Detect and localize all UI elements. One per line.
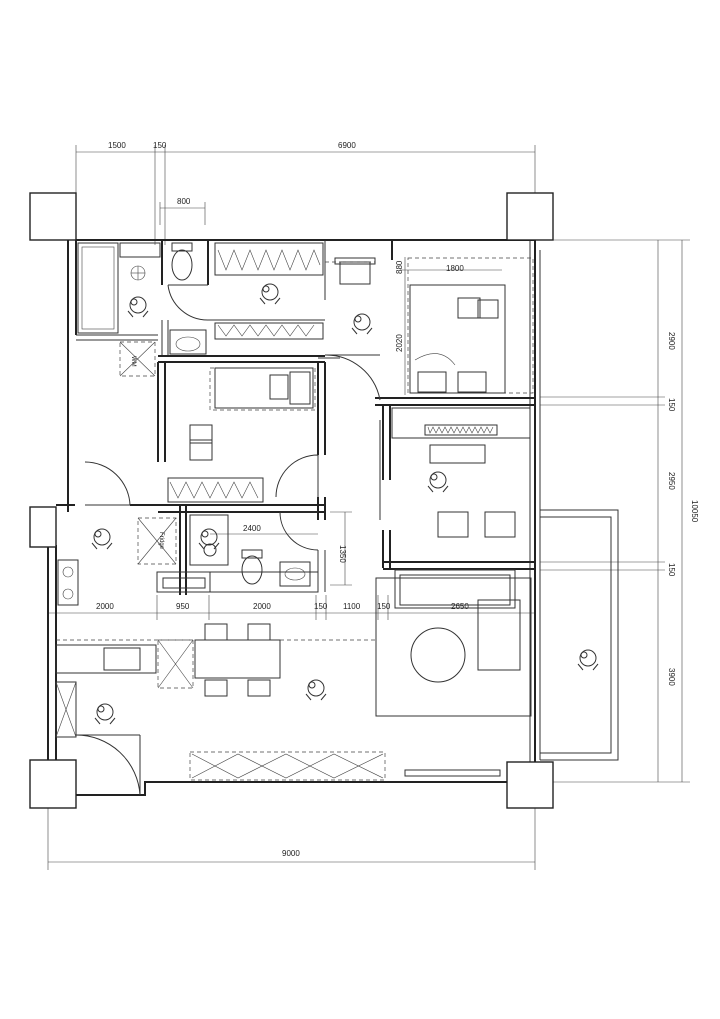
dim-right-2950: 2950 bbox=[667, 472, 676, 490]
dim-inner-800: 800 bbox=[177, 197, 191, 206]
person-icon bbox=[577, 649, 599, 671]
dim-mid-950: 950 bbox=[176, 602, 190, 611]
dim-bed-width: 1800 bbox=[446, 264, 464, 273]
dim-bed-top-gap: 880 bbox=[395, 260, 404, 274]
living-area bbox=[189, 569, 532, 781]
dim-mid-2000-b: 2000 bbox=[253, 602, 271, 611]
dim-right-2900: 2900 bbox=[667, 332, 676, 350]
master-bedroom bbox=[407, 257, 534, 394]
shoe-cabinet bbox=[55, 681, 77, 738]
dim-right-150-a: 150 bbox=[667, 398, 676, 412]
dim-right-3900: 3900 bbox=[667, 668, 676, 686]
person-icon bbox=[305, 679, 327, 701]
column-bottom-left bbox=[29, 759, 77, 809]
study-room bbox=[391, 407, 531, 538]
dim-mid-2000-a: 2000 bbox=[96, 602, 114, 611]
person-icons bbox=[91, 283, 599, 725]
person-icon bbox=[259, 283, 281, 305]
person-icon bbox=[127, 296, 149, 318]
bookshelf-lower bbox=[214, 322, 324, 340]
hob bbox=[57, 559, 79, 606]
dim-mid-1100: 1100 bbox=[343, 602, 361, 611]
person-icon bbox=[351, 313, 373, 335]
wardrobe bbox=[391, 407, 531, 439]
chaise bbox=[477, 599, 521, 671]
master-bed bbox=[409, 284, 506, 394]
door-bath-1 bbox=[167, 284, 209, 321]
kitchen-sink bbox=[103, 647, 141, 671]
dim-mid-150-a: 150 bbox=[314, 602, 328, 611]
fridge-label: Fridge bbox=[158, 532, 164, 550]
left-bedroom bbox=[167, 367, 316, 503]
person-icon bbox=[198, 528, 220, 550]
doors bbox=[75, 284, 381, 796]
door-entrance-closet bbox=[84, 461, 131, 506]
door-bath-2 bbox=[279, 511, 319, 551]
column-top-left bbox=[29, 192, 77, 241]
bathroom-middle: Fridge bbox=[137, 514, 311, 589]
dimension-lines bbox=[47, 145, 690, 870]
top-bedroom bbox=[214, 242, 376, 340]
dim-right-total: 10050 bbox=[690, 500, 699, 523]
washing-machine: WM bbox=[119, 341, 156, 377]
dim-mid-150-b: 150 bbox=[377, 602, 391, 611]
sofa bbox=[394, 569, 516, 609]
column-bottom-right bbox=[506, 761, 554, 809]
dimension-labels: 1500 150 6900 800 1800 880 2020 2900 150… bbox=[96, 141, 699, 858]
wm-label: WM bbox=[130, 356, 136, 367]
rug bbox=[375, 577, 532, 717]
bookshelf-top bbox=[214, 242, 324, 276]
dim-top-150: 150 bbox=[153, 141, 167, 150]
door-bedroom-top bbox=[324, 354, 381, 401]
sink-1 bbox=[169, 329, 207, 355]
column-mid-left bbox=[29, 506, 57, 548]
door-bedroom-left bbox=[275, 454, 319, 498]
person-icon bbox=[427, 471, 449, 493]
sink-2 bbox=[279, 561, 311, 587]
toilet-1 bbox=[171, 242, 193, 252]
tv-cabinet bbox=[189, 751, 386, 781]
dim-right-150-b: 150 bbox=[667, 563, 676, 577]
dim-top-1500: 1500 bbox=[108, 141, 126, 150]
dim-bed-depth: 2020 bbox=[395, 334, 404, 352]
door-main-entry bbox=[75, 734, 141, 796]
dim-corridor-2400: 2400 bbox=[243, 524, 261, 533]
dim-corridor-1350: 1350 bbox=[338, 545, 347, 563]
dim-bottom-9000: 9000 bbox=[282, 849, 300, 858]
dim-top-6900: 6900 bbox=[338, 141, 356, 150]
study-desk bbox=[429, 444, 486, 464]
outer-walls bbox=[47, 239, 619, 796]
toilet-2 bbox=[241, 549, 263, 559]
person-icon bbox=[94, 703, 116, 725]
kitchen bbox=[55, 559, 378, 738]
structural-columns bbox=[29, 192, 554, 809]
kitchen-counter bbox=[55, 644, 157, 674]
single-bed bbox=[214, 367, 314, 409]
person-icon bbox=[91, 528, 113, 550]
interior-walls bbox=[56, 240, 535, 595]
master-bed-frame bbox=[407, 257, 534, 394]
bathroom-top bbox=[77, 242, 207, 355]
dining-table bbox=[194, 639, 281, 679]
dining-area bbox=[194, 623, 281, 697]
coffee-table bbox=[410, 627, 466, 683]
dim-mid-2650: 2650 bbox=[451, 602, 469, 611]
shelf-left-bedroom bbox=[167, 477, 264, 503]
bathtub bbox=[77, 242, 119, 334]
column-top-right bbox=[506, 192, 554, 241]
